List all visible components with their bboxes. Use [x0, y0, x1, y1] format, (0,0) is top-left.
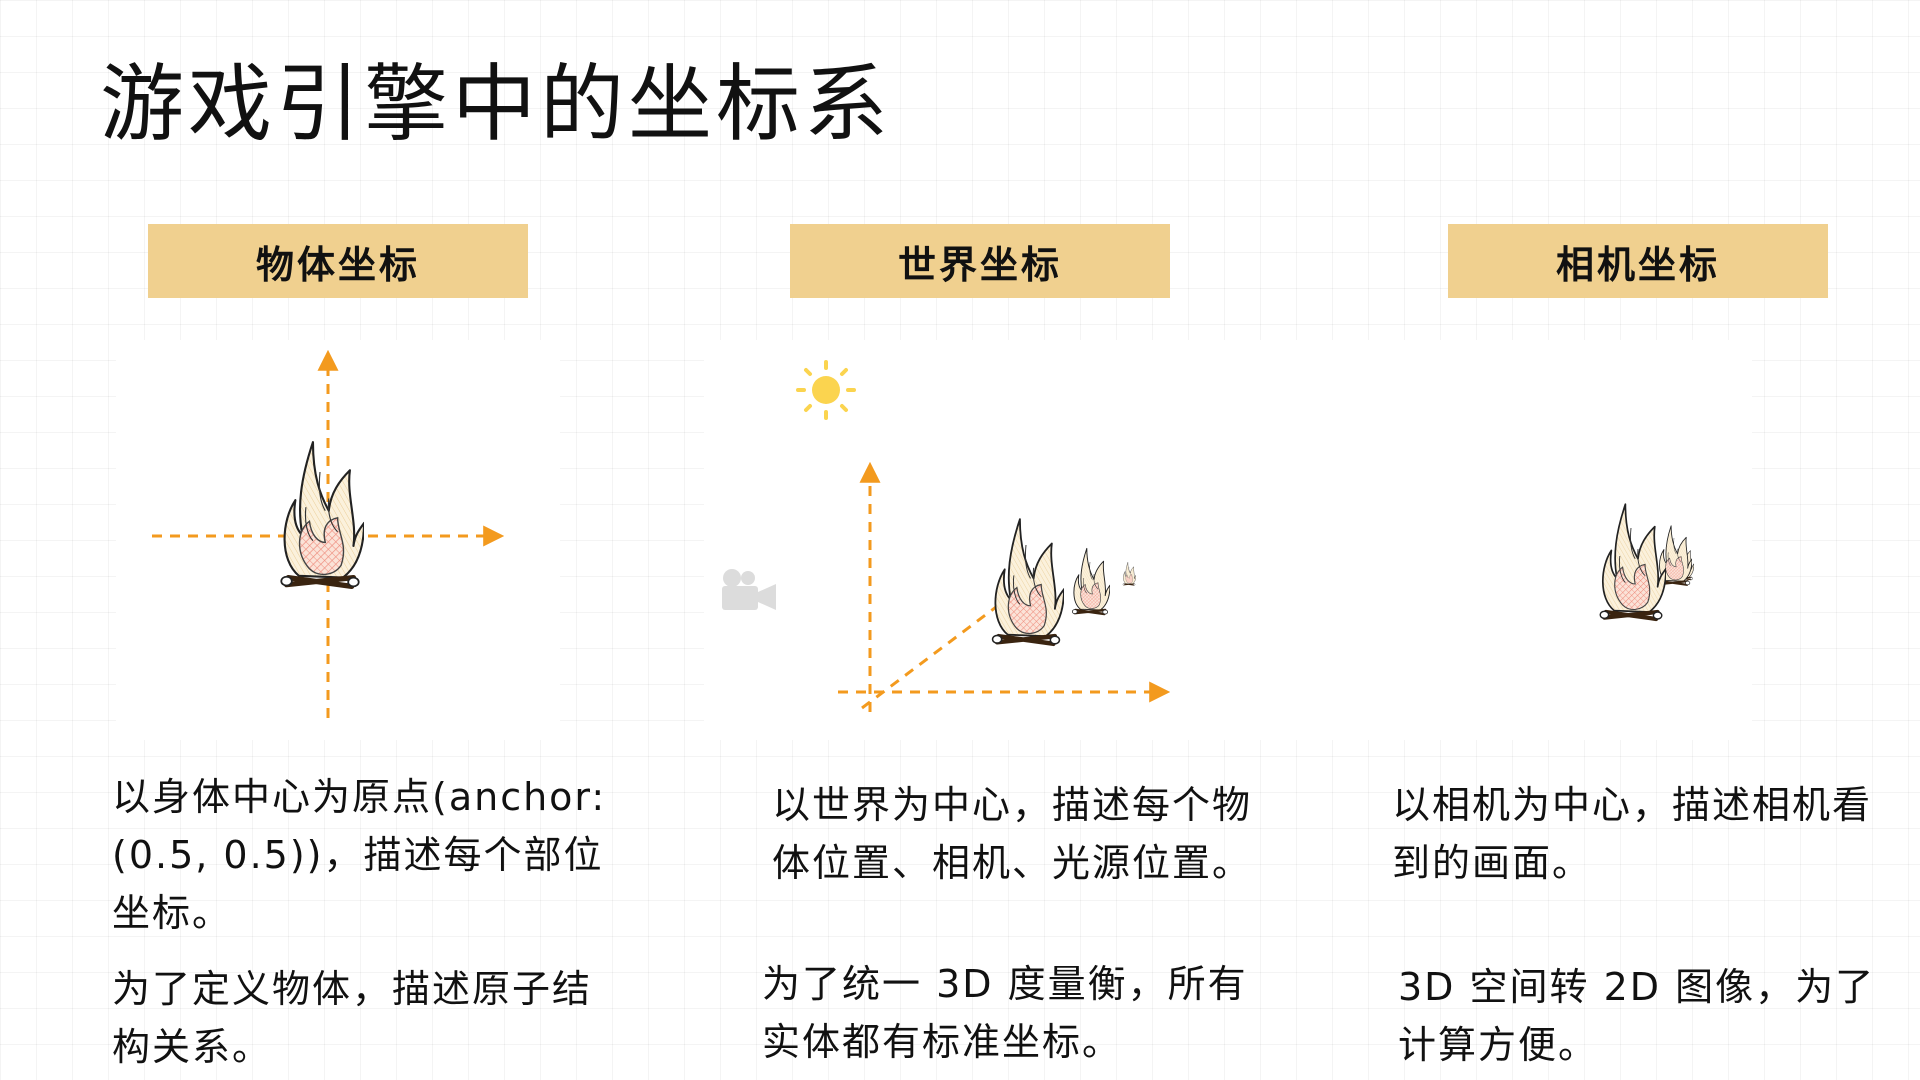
- fire-icon: [281, 442, 364, 586]
- header-label: 相机坐标: [1555, 242, 1720, 287]
- camera-coords-diagram: [1252, 340, 1694, 740]
- fire-icon: [1122, 561, 1136, 586]
- object-coords-diagram: [152, 349, 505, 718]
- header-world-coords: 世界坐标: [790, 224, 1170, 298]
- description-object-coords: 以身体中心为原点(anchor: (0.5, 0.5))，描述每个部位坐标。: [112, 775, 607, 935]
- page-title: 游戏引擎中的坐标系: [100, 55, 893, 153]
- purpose-camera-coords: 3D 空间转 2D 图像，为了计算方便。: [1398, 965, 1876, 1067]
- world-coords-diagram: [796, 360, 1171, 712]
- panel-object-coords: [116, 340, 560, 740]
- description-world-coords: 以世界为中心，描述每个物体位置、相机、光源位置。: [772, 783, 1253, 885]
- header-label: 世界坐标: [897, 242, 1062, 287]
- fire-icon: [1071, 547, 1110, 616]
- panel-camera-coords: [1252, 340, 1752, 740]
- fire-icon: [993, 519, 1064, 644]
- header-object-coords: 物体坐标: [148, 224, 528, 298]
- sun-icon: [796, 360, 856, 420]
- fire-icon: [1600, 504, 1666, 619]
- purpose-world-coords: 为了统一 3D 度量衡，所有实体都有标准坐标。: [762, 962, 1248, 1064]
- header-label: 物体坐标: [255, 242, 420, 287]
- z-axis: [861, 596, 1009, 710]
- header-camera-coords: 相机坐标: [1448, 224, 1828, 298]
- description-camera-coords: 以相机为中心，描述相机看到的画面。: [1392, 783, 1873, 885]
- panel-world-coords: [704, 340, 1252, 740]
- camera-icon: [722, 569, 776, 610]
- purpose-object-coords: 为了定义物体，描述原子结构关系。: [112, 967, 593, 1069]
